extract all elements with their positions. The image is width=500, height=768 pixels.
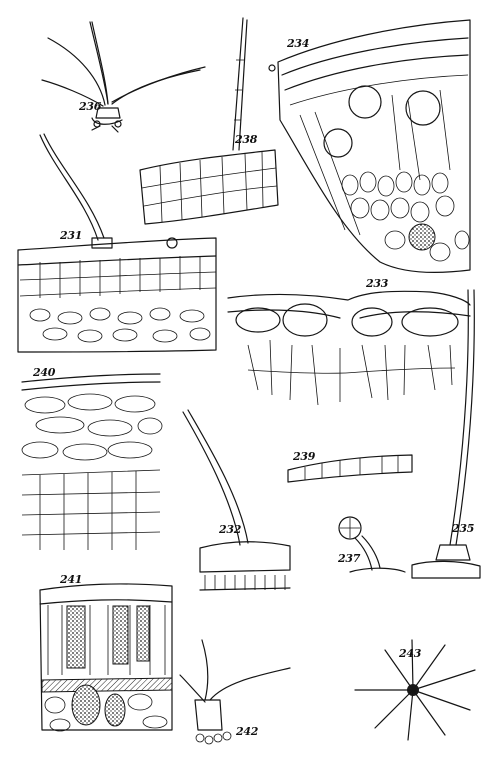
fig-242-tufted-hair (179, 639, 291, 745)
figure-label-234: 234 (287, 37, 310, 50)
fig-235-long-hair (411, 289, 481, 579)
fig-238-epidermis-with-hair (139, 17, 279, 225)
fig-234-stem-section (268, 19, 471, 273)
fig-243-stellate-hair (354, 639, 476, 741)
figure-label-243: 243 (399, 647, 422, 660)
fig-239-epidermal-strip (287, 454, 413, 483)
figure-label-235: 235 (452, 522, 475, 535)
fig-236-branched-hair (41, 21, 206, 133)
figure-label-237: 237 (338, 552, 361, 565)
fig-241-palisade-section (39, 583, 173, 732)
fig-233-stoma-section (227, 290, 471, 406)
figure-label-231: 231 (60, 229, 83, 242)
figure-label-239: 239 (293, 450, 316, 463)
figure-label-238: 238 (235, 133, 258, 146)
figure-label-233: 233 (366, 277, 389, 290)
fig-232-hair (182, 409, 291, 591)
fig-240-cork-tissue (21, 373, 163, 550)
figure-label-241: 241 (60, 573, 83, 586)
fig-231-leaf-section (17, 133, 217, 353)
figure-label-236: 236 (79, 100, 102, 113)
figure-label-232: 232 (219, 523, 242, 536)
figure-label-240: 240 (33, 366, 56, 379)
fig-237-glandular-hair (338, 516, 406, 573)
figure-label-242: 242 (236, 725, 259, 738)
